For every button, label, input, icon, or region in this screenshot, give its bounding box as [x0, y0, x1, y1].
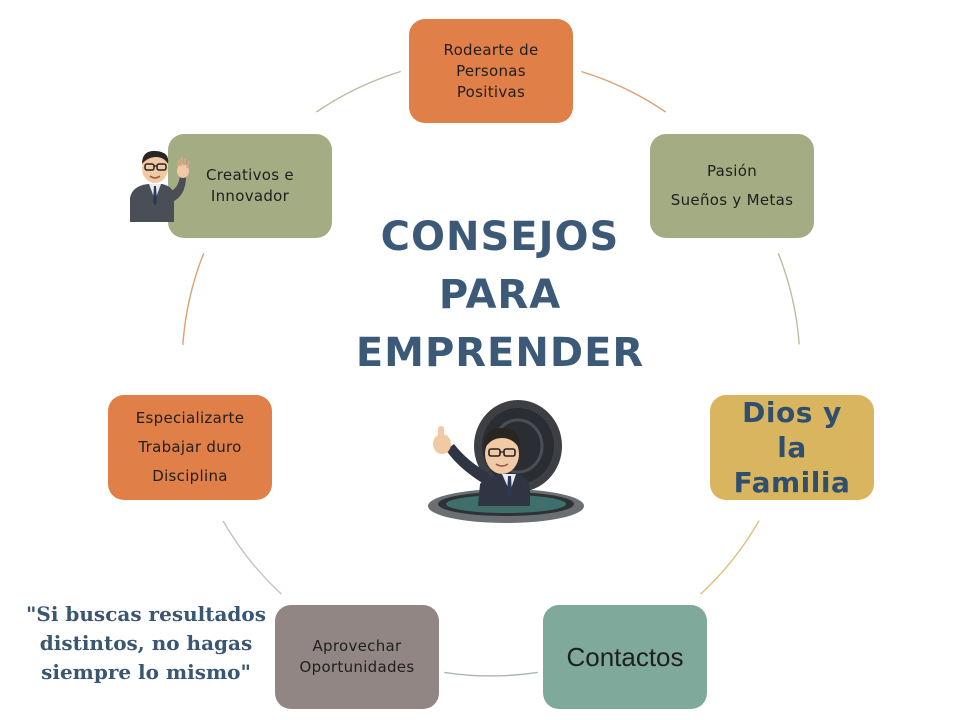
title-line: PARA	[438, 272, 562, 318]
node-line: Innovador	[210, 187, 290, 205]
node-creative: Creativos e Innovador	[168, 134, 332, 238]
node-line: Familia	[733, 466, 851, 499]
ring-segment	[700, 520, 760, 595]
quote-line: siempre lo mismo"	[41, 660, 251, 684]
node-line: Pasión	[706, 162, 758, 180]
node-opportunities: Aprovechar Oportunidades	[275, 605, 439, 709]
ring-segment	[777, 252, 800, 345]
title-line: EMPRENDER	[355, 330, 645, 376]
title-line: CONSEJOS	[380, 214, 620, 260]
node-line: Oportunidades	[299, 658, 415, 676]
node-line: Personas	[456, 61, 526, 80]
node-line: Positivas	[456, 82, 526, 101]
ring-segment	[444, 671, 538, 677]
node-line: Disciplina	[152, 467, 228, 485]
node-line: la	[777, 431, 807, 464]
quote-line: distintos, no hagas	[39, 631, 253, 655]
node-positive-people: Rodearte de Personas Positivas	[409, 19, 573, 123]
node-line: Especializarte	[135, 409, 245, 427]
node-line: Creativos e	[206, 166, 294, 184]
ring-segment	[581, 70, 666, 113]
diagram-title: CONSEJOS PARA EMPRENDER	[350, 208, 650, 382]
node-line: Sueños y Metas	[670, 191, 794, 209]
node-passion: Pasión Sueños y Metas	[650, 134, 814, 238]
ring-segment	[182, 252, 205, 345]
node-line: Rodearte de	[443, 40, 539, 59]
node-line: Contactos	[566, 642, 684, 672]
quote-text: "Si buscas resultados distintos, no haga…	[22, 600, 270, 687]
ring-segment	[316, 70, 401, 113]
quote-line: "Si buscas resultados	[25, 602, 266, 626]
node-god-family: Dios y la Familia	[710, 395, 874, 500]
ring-segment	[222, 520, 282, 595]
node-line: Dios y	[742, 396, 842, 429]
node-specialize: Especializarte Trabajar duro Disciplina	[108, 395, 272, 500]
manhole-avatar-icon	[428, 400, 584, 523]
node-contacts: Contactos	[543, 605, 707, 709]
waving-avatar-icon	[130, 150, 190, 222]
node-line: Aprovechar	[312, 637, 402, 655]
node-line: Trabajar duro	[138, 438, 242, 456]
